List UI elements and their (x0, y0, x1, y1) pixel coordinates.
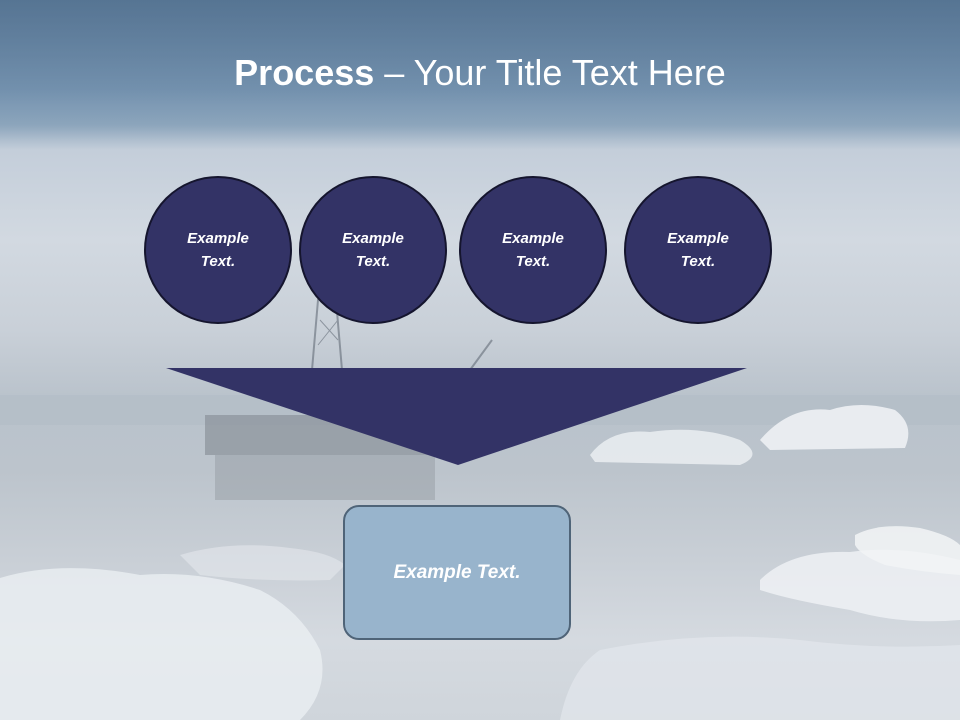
step-1-line1: Example (187, 230, 249, 247)
step-1-line2: Text. (200, 253, 236, 270)
funnel-triangle (166, 368, 747, 465)
step-2-line2: Text. (355, 253, 391, 270)
title-rest: – Your Title Text Here (374, 52, 726, 93)
title-band (0, 0, 960, 140)
step-2-line1: Example (342, 230, 404, 247)
title-bold: Process (234, 52, 375, 93)
step-3-line2: Text. (515, 253, 551, 270)
result-box: Example Text. (343, 505, 571, 640)
step-4-line1: Example (667, 230, 729, 247)
slide-title: Process – Your Title Text Here (0, 52, 960, 94)
result-text: Example Text. (393, 561, 521, 583)
step-3-line1: Example (502, 230, 564, 247)
step-4-line2: Text. (680, 253, 716, 270)
